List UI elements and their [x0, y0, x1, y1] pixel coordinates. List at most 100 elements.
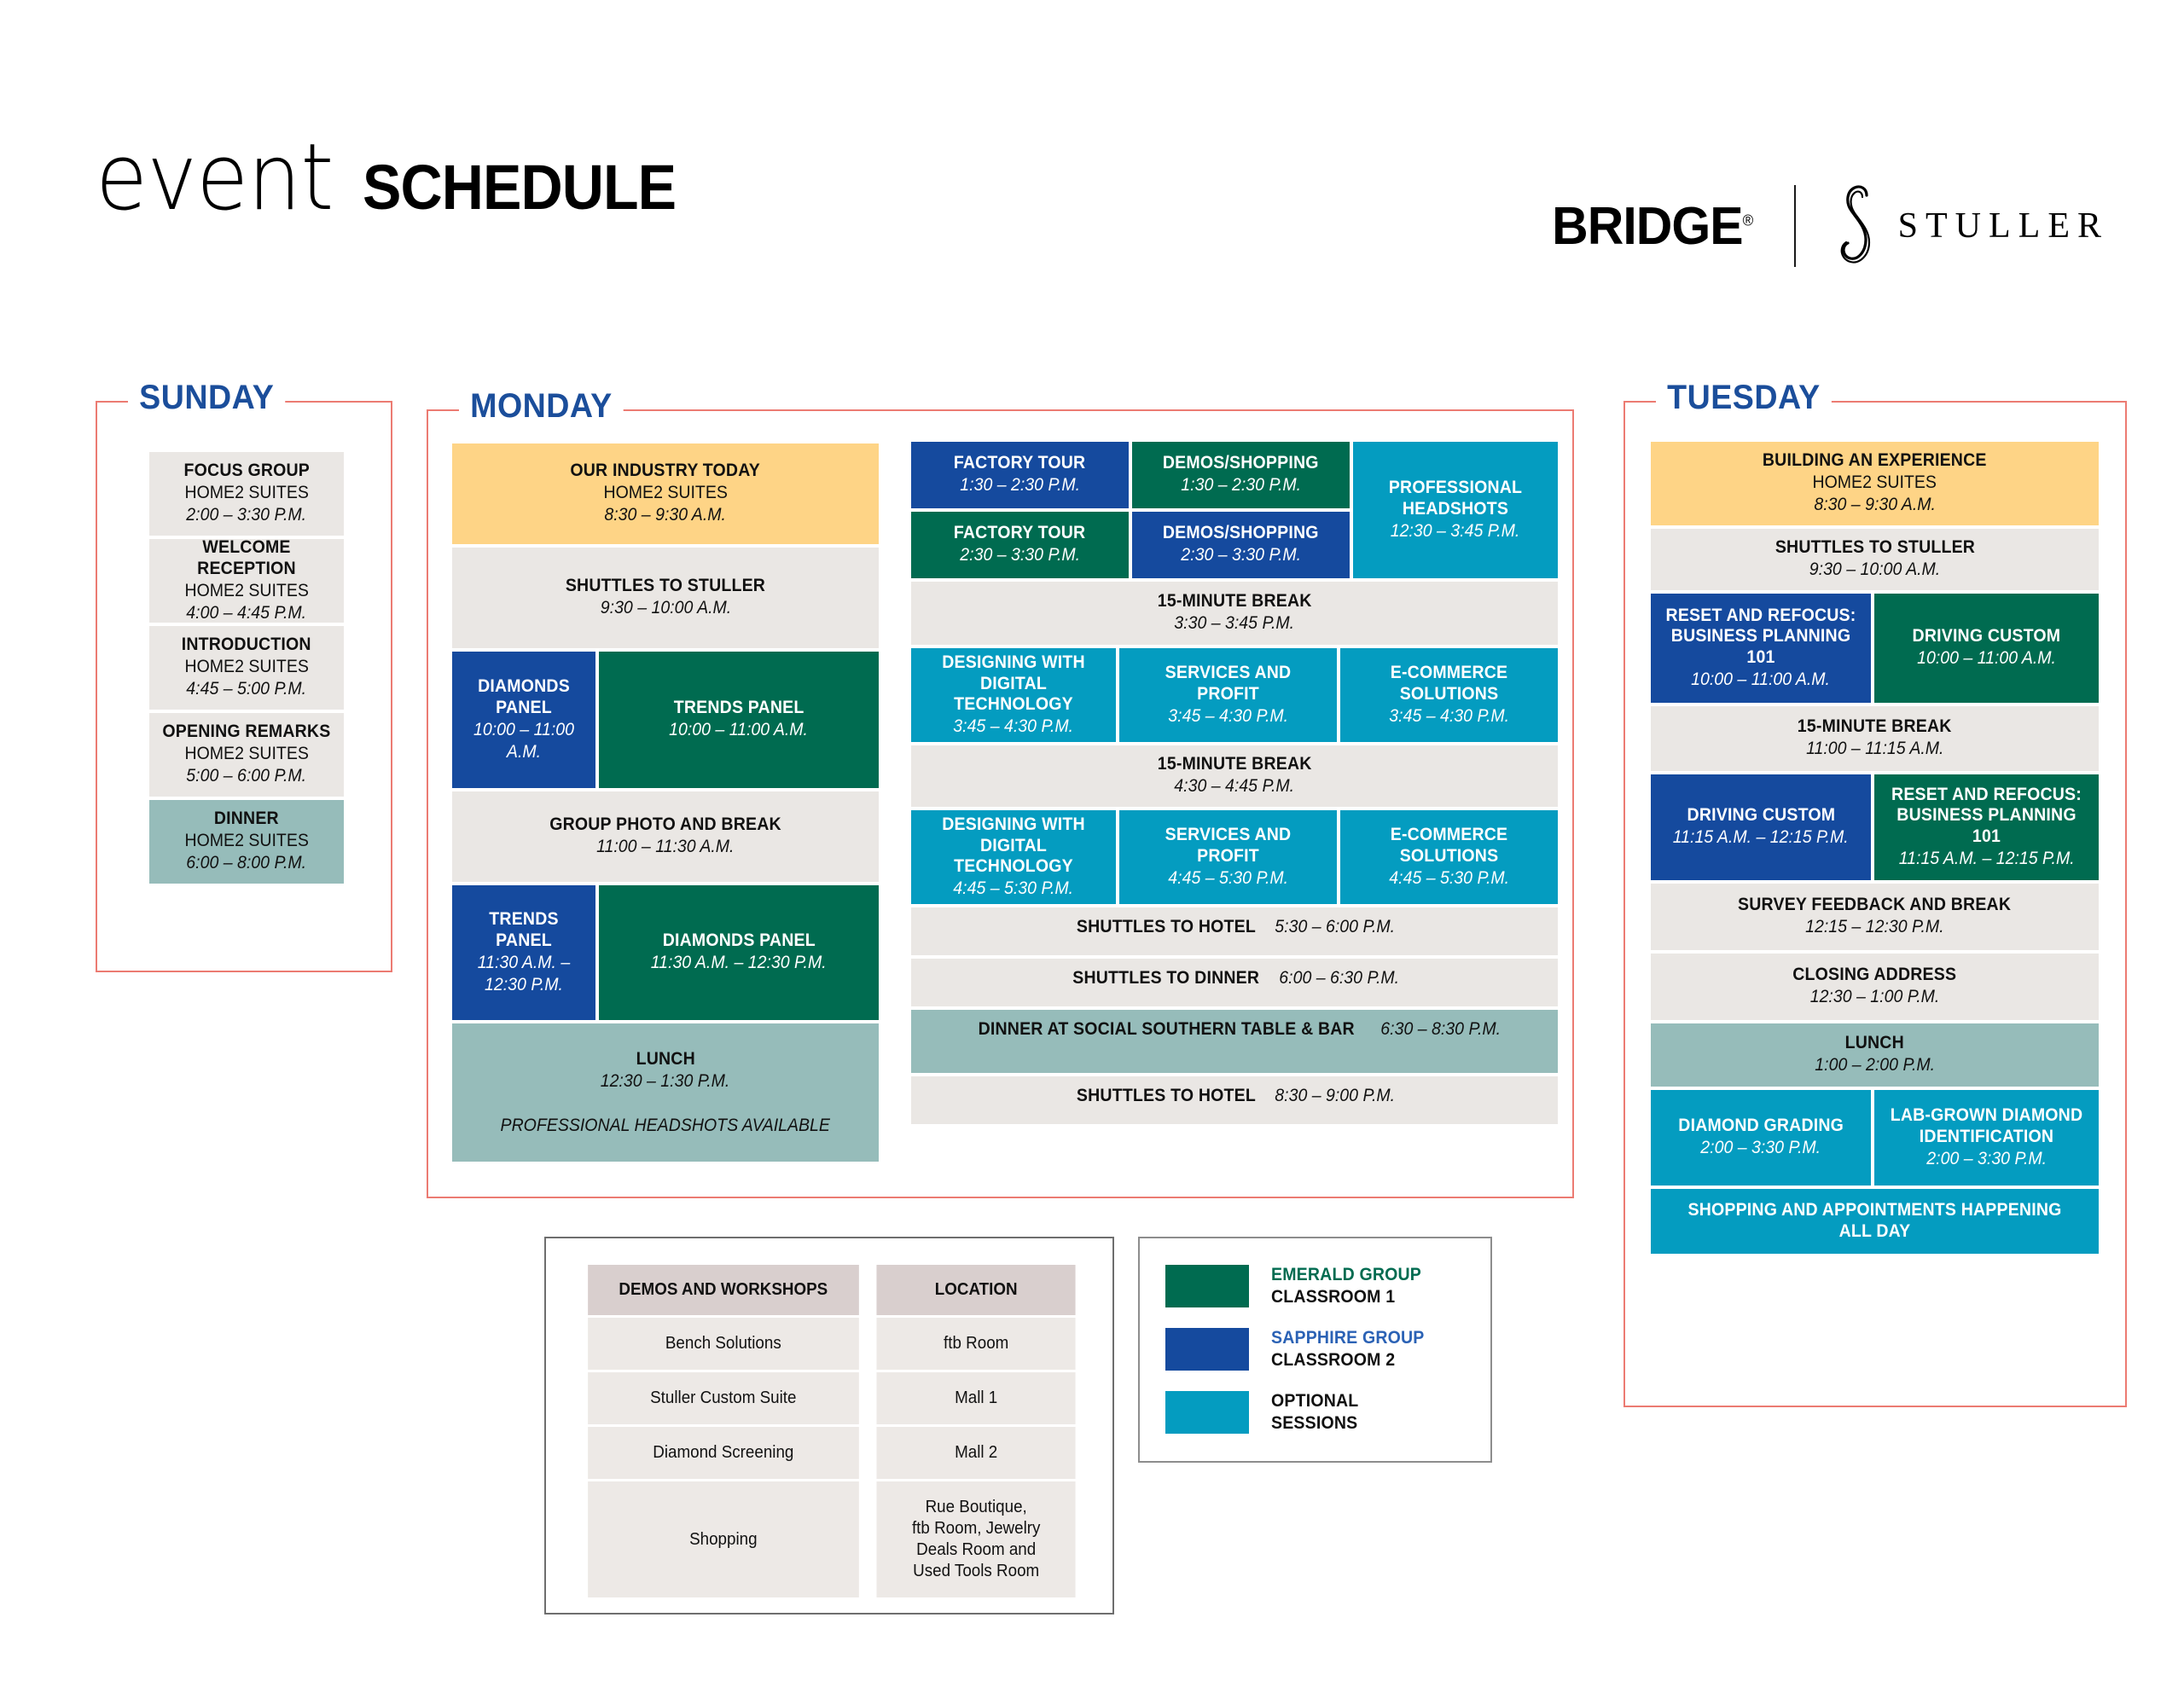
day-label-monday: MONDAY: [459, 387, 624, 426]
session-title: BUILDING AN EXPERIENCE: [1763, 450, 1987, 471]
session-title: GROUP PHOTO AND BREAK: [549, 815, 781, 835]
column-header-location: LOCATION: [876, 1265, 1076, 1315]
session-time: 5:30 – 6:00 P.M.: [1275, 917, 1395, 936]
session-block[interactable]: E-COMMERCE SOLUTIONS 3:45 – 4:30 P.M.: [1340, 648, 1558, 742]
break-block[interactable]: 15-MINUTE BREAK 4:30 – 4:45 P.M.: [911, 745, 1558, 807]
day-frame-tuesday: TUESDAY: [1623, 379, 2127, 1407]
title-schedule-word: SCHEDULE: [362, 152, 677, 223]
session-block[interactable]: CLOSING ADDRESS 12:30 – 1:00 P.M.: [1651, 954, 2099, 1020]
session-title: DEMOS/SHOPPING: [1163, 453, 1319, 473]
session-block[interactable]: RESET AND REFOCUS: BUSINESS PLANNING 101…: [1874, 774, 2099, 880]
bridge-logo-text: BRIDGE: [1552, 196, 1743, 256]
session-time: 2:00 – 3:30 P.M.: [186, 505, 307, 525]
session-block[interactable]: INTRODUCTION HOME2 SUITES 4:45 – 5:00 P.…: [149, 626, 344, 710]
session-block[interactable]: WELCOME RECEPTION HOME2 SUITES 4:00 – 4:…: [149, 536, 344, 623]
session-time: 3:45 – 4:30 P.M.: [1168, 705, 1288, 726]
session-time: 2:30 – 3:30 P.M.: [960, 545, 1080, 565]
session-block[interactable]: FACTORY TOUR 1:30 – 2:30 P.M.: [911, 442, 1129, 508]
break-block[interactable]: 15-MINUTE BREAK 11:00 – 11:15 A.M.: [1651, 706, 2099, 771]
session-title: DESIGNING WITH DIGITAL TECHNOLOGY: [942, 814, 1085, 877]
tuesday-breakout-row-1: RESET AND REFOCUS: BUSINESS PLANNING 101…: [1651, 594, 2099, 703]
session-time: 11:00 – 11:30 A.M.: [596, 837, 735, 857]
stuller-logo: STULLER: [1832, 183, 2109, 269]
session-block[interactable]: LUNCH 1:00 – 2:00 P.M.: [1651, 1023, 2099, 1087]
session-block[interactable]: DINNER HOME2 SUITES 6:00 – 8:00 P.M.: [149, 800, 344, 884]
session-time: 10:00 – 11:00 A.M.: [669, 720, 809, 740]
monday-afternoon-grid: FACTORY TOUR 1:30 – 2:30 P.M. DEMOS/SHOP…: [911, 442, 1558, 578]
day-label-tuesday: TUESDAY: [1656, 379, 1832, 417]
session-title: SHUTTLES TO STULLER: [565, 576, 766, 596]
session-block[interactable]: DIAMOND GRADING 2:00 – 3:30 P.M.: [1651, 1090, 1871, 1186]
session-block[interactable]: TRENDS PANEL 10:00 – 11:00 A.M.: [599, 652, 879, 788]
session-title: WELCOME RECEPTION: [197, 536, 296, 578]
session-block[interactable]: E-COMMERCE SOLUTIONS 4:45 – 5:30 P.M.: [1340, 810, 1558, 904]
session-block[interactable]: DRIVING CUSTOM 10:00 – 11:00 A.M.: [1874, 594, 2099, 703]
session-block[interactable]: SHUTTLES TO STULLER 9:30 – 10:00 A.M.: [1651, 529, 2099, 590]
column-header-demos: DEMOS AND WORKSHOPS: [588, 1265, 859, 1315]
monday-left-column: OUR INDUSTRY TODAY HOME2 SUITES 8:30 – 9…: [452, 443, 879, 1162]
session-block[interactable]: OUR INDUSTRY TODAY HOME2 SUITES 8:30 – 9…: [452, 443, 879, 544]
session-venue: HOME2 SUITES: [603, 483, 728, 503]
session-block[interactable]: DEMOS/SHOPPING 1:30 – 2:30 P.M.: [1132, 442, 1350, 508]
session-block[interactable]: DIAMONDS PANEL 10:00 – 11:00 A.M.: [452, 652, 595, 788]
session-title: DINNER: [214, 809, 279, 829]
cell-demo-name: Shopping: [588, 1481, 859, 1597]
session-time: 2:30 – 3:30 P.M.: [1181, 545, 1301, 565]
session-block[interactable]: SHUTTLES TO HOTEL 5:30 – 6:00 P.M.: [911, 907, 1558, 955]
session-block[interactable]: DRIVING CUSTOM 11:15 A.M. – 12:15 P.M.: [1651, 774, 1871, 880]
session-block[interactable]: SHUTTLES TO DINNER 6:00 – 6:30 P.M.: [911, 959, 1558, 1006]
session-time: 11:15 A.M. – 12:15 P.M.: [1898, 849, 2075, 869]
session-block[interactable]: DESIGNING WITH DIGITAL TECHNOLOGY 3:45 –…: [911, 648, 1116, 742]
session-time: 4:45 – 5:30 P.M.: [1168, 867, 1288, 888]
session-title: 15-MINUTE BREAK: [1157, 591, 1312, 612]
session-block[interactable]: DESIGNING WITH DIGITAL TECHNOLOGY 4:45 –…: [911, 810, 1116, 904]
brand-logos: BRIDGE® STULLER: [1547, 183, 2109, 269]
session-block[interactable]: DINNER AT SOCIAL SOUTHERN TABLE & BAR 6:…: [911, 1010, 1558, 1073]
session-block[interactable]: RESET AND REFOCUS: BUSINESS PLANNING 101…: [1651, 594, 1871, 703]
session-time: 6:00 – 6:30 P.M.: [1278, 968, 1399, 988]
session-title: RESET AND REFOCUS: BUSINESS PLANNING 101: [1891, 784, 2082, 847]
session-title: 15-MINUTE BREAK: [1157, 754, 1312, 774]
session-block[interactable]: SHOPPING AND APPOINTMENTS HAPPENING ALL …: [1651, 1189, 2099, 1254]
session-time: 8:30 – 9:00 P.M.: [1275, 1086, 1395, 1105]
session-block[interactable]: SHUTTLES TO HOTEL 8:30 – 9:00 P.M.: [911, 1076, 1558, 1124]
session-block[interactable]: TRENDS PANEL 11:30 A.M. – 12:30 P.M.: [452, 885, 595, 1020]
session-block[interactable]: BUILDING AN EXPERIENCE HOME2 SUITES 8:30…: [1651, 442, 2099, 525]
legend-item-emerald: EMERALD GROUP CLASSROOM 1: [1165, 1264, 1432, 1307]
session-title: E-COMMERCE SOLUTIONS: [1390, 825, 1508, 866]
cell-demo-name: Diamond Screening: [588, 1427, 859, 1479]
session-title: SHOPPING AND APPOINTMENTS HAPPENING ALL …: [1687, 1200, 2062, 1241]
break-block[interactable]: 15-MINUTE BREAK 3:30 – 3:45 P.M.: [911, 582, 1558, 645]
break-block[interactable]: SURVEY FEEDBACK AND BREAK 12:15 – 12:30 …: [1651, 884, 2099, 950]
session-block[interactable]: GROUP PHOTO AND BREAK 11:00 – 11:30 A.M.: [452, 791, 879, 882]
session-block[interactable]: LUNCH 12:30 – 1:30 P.M. PROFESSIONAL HEA…: [452, 1023, 879, 1162]
session-title: DESIGNING WITH DIGITAL TECHNOLOGY: [942, 652, 1085, 715]
session-block[interactable]: SERVICES AND PROFIT 4:45 – 5:30 P.M.: [1119, 810, 1337, 904]
session-title: SHUTTLES TO HOTEL: [1076, 1086, 1256, 1105]
session-time: 11:15 A.M. – 12:15 P.M.: [1673, 827, 1849, 848]
session-block[interactable]: SERVICES AND PROFIT 3:45 – 4:30 P.M.: [1119, 648, 1337, 742]
legend-group-name: EMERALD GROUP: [1271, 1265, 1422, 1284]
cell-location: Mall 2: [876, 1427, 1076, 1479]
day-frame-sunday: SUNDAY: [96, 379, 392, 972]
session-block[interactable]: SHUTTLES TO STULLER 9:30 – 10:00 A.M.: [452, 548, 879, 648]
session-block[interactable]: DIAMONDS PANEL 11:30 A.M. – 12:30 P.M.: [599, 885, 879, 1020]
session-block[interactable]: FACTORY TOUR 2:30 – 3:30 P.M.: [911, 512, 1129, 578]
cell-location: Mall 1: [876, 1372, 1076, 1424]
bridge-logo: BRIDGE®: [1552, 196, 1753, 257]
session-block[interactable]: FOCUS GROUP HOME2 SUITES 2:00 – 3:30 P.M…: [149, 452, 344, 536]
session-block[interactable]: OPENING REMARKS HOME2 SUITES 5:00 – 6:00…: [149, 713, 344, 797]
session-time: 6:00 – 8:00 P.M.: [186, 853, 307, 873]
session-block[interactable]: DEMOS/SHOPPING 2:30 – 3:30 P.M.: [1132, 512, 1350, 578]
session-title: RESET AND REFOCUS: BUSINESS PLANNING 101: [1665, 605, 1856, 668]
cell-demo-name: Bench Solutions: [588, 1318, 859, 1370]
session-time: 4:45 – 5:00 P.M.: [186, 679, 307, 699]
logo-divider: [1793, 185, 1796, 267]
session-time: 3:45 – 4:30 P.M.: [1389, 705, 1509, 726]
session-title: DIAMONDS PANEL: [478, 675, 570, 717]
session-block[interactable]: LAB-GROWN DIAMOND IDENTIFICATION 2:00 – …: [1874, 1090, 2099, 1186]
session-title: OUR INDUSTRY TODAY: [570, 461, 761, 481]
stuller-logo-text: STULLER: [1897, 206, 2109, 246]
session-time: 4:00 – 4:45 P.M.: [186, 602, 307, 623]
session-block[interactable]: PROFESSIONAL HEADSHOTS 12:30 – 3:45 P.M.: [1353, 442, 1558, 578]
